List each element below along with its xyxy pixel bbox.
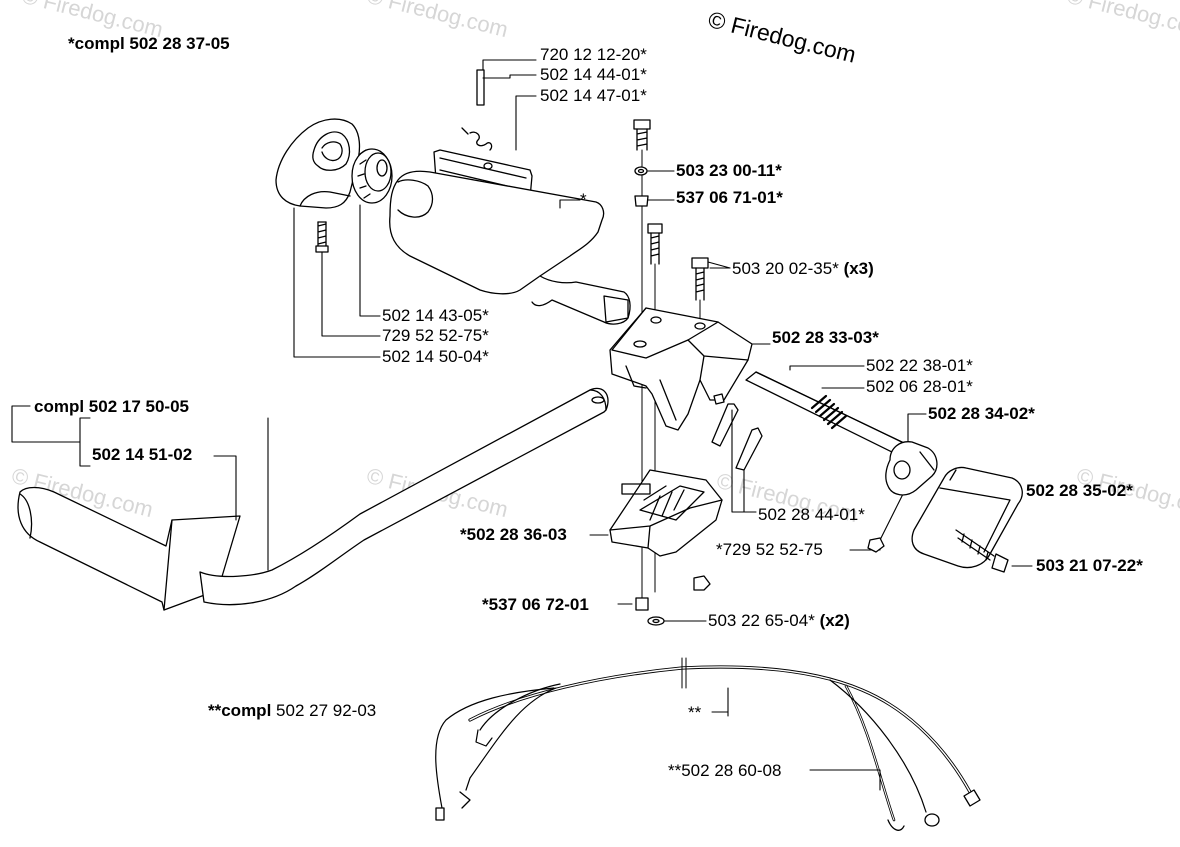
part-label: 502 06 28-01* [866, 377, 973, 396]
side-cover [911, 466, 1023, 569]
part-label: 502 28 44-01* [758, 505, 865, 524]
lower-bolt-head [635, 597, 665, 626]
group-label-compl-handle: compl 502 17 50-05 [34, 397, 189, 416]
throttle-housing-cap [275, 118, 361, 209]
part-label: 503 23 00-11* [676, 161, 782, 180]
part-label: **502 28 60-08 [668, 761, 782, 780]
part-label: 502 28 33-03* [772, 328, 879, 347]
part-label: 502 14 43-05* [382, 306, 489, 325]
trigger-gear [351, 148, 393, 204]
handlebar [17, 387, 609, 611]
part-label: * [580, 190, 587, 209]
part-label: 502 28 35-02* [1026, 481, 1133, 500]
group-label-compl-cable: **compl 502 27 92-03 [208, 701, 377, 720]
part-label: 537 06 71-01* [676, 188, 783, 207]
right-bolt [691, 257, 731, 321]
part-label: 503 22 65-04* (x2) [708, 611, 850, 630]
part-label: 502 14 51-02 [92, 445, 193, 464]
part-label: 502 14 50-04* [382, 347, 489, 366]
part-label: 502 14 44-01* [540, 65, 647, 84]
lower-clamp [609, 469, 723, 557]
coupler-screw [867, 537, 885, 553]
part-label: 720 12 12-20* [540, 45, 647, 64]
part-label: 502 22 38-01* [866, 356, 973, 375]
part-label: 729 52 52-75* [382, 326, 489, 345]
leader-lines-handle [11, 405, 269, 571]
part-label: *502 28 36-03 [460, 525, 567, 544]
part-label: 502 14 47-01* [540, 86, 647, 105]
screw [315, 221, 329, 253]
lower-nut [693, 575, 711, 591]
cable-coupler [885, 441, 938, 496]
spring-coil [810, 394, 848, 430]
handle-grip-housing [389, 170, 631, 325]
cover-bolt [955, 529, 1033, 573]
part-label: *729 52 52-75 [716, 540, 823, 559]
group-label-compl-top: *compl 502 28 37-05 [68, 34, 230, 53]
cable-clips [711, 393, 763, 471]
leader-lines-left-group [293, 59, 581, 358]
part-label: 503 21 07-22* [1036, 556, 1143, 575]
part-label: 503 20 02-35* (x3) [732, 259, 874, 278]
cable-harness [435, 657, 981, 831]
part-label: 502 28 34-02* [928, 404, 1035, 423]
part-label: *537 06 72-01 [482, 595, 589, 614]
part-label: ** [688, 703, 702, 722]
spring-and-pin [461, 69, 493, 151]
